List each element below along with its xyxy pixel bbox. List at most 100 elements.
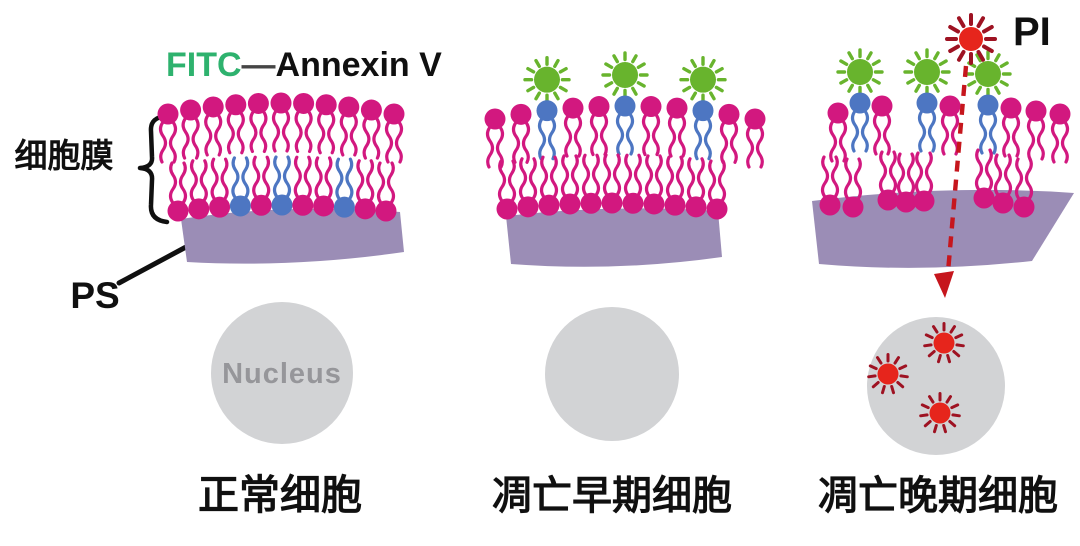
lipid-bilayer bbox=[157, 92, 405, 222]
phospholipid bbox=[313, 156, 335, 217]
phospholipid bbox=[819, 155, 841, 216]
fitc-annexin-v-ball bbox=[601, 51, 649, 99]
pi-molecules-in-nucleus bbox=[867, 322, 965, 434]
inner-membrane-band bbox=[181, 208, 404, 264]
fitc-annexin-v-ball bbox=[964, 50, 1012, 98]
phospholipid bbox=[292, 155, 314, 216]
phospholipid bbox=[973, 148, 995, 209]
panel-late-apoptotic-cell: PI 凋亡晚期细胞 bbox=[812, 10, 1074, 518]
lipid-bilayer bbox=[484, 51, 766, 220]
phospholipid bbox=[250, 155, 272, 216]
phospholipid bbox=[895, 152, 917, 213]
phospholipid bbox=[601, 153, 623, 214]
pi-entry-arrow-shaft bbox=[945, 65, 969, 273]
phospholipid bbox=[354, 159, 376, 220]
phospholipid bbox=[225, 94, 247, 155]
phospholipid bbox=[559, 154, 581, 215]
phospholipid bbox=[1000, 97, 1022, 158]
phospholipid bbox=[202, 96, 224, 157]
ps-pointer-line bbox=[116, 244, 189, 286]
caption-normal-cell: 正常细胞 bbox=[198, 472, 362, 518]
phospholipid bbox=[247, 92, 269, 154]
pi-label: PI bbox=[1013, 10, 1051, 54]
phospholipid bbox=[338, 96, 360, 157]
phospholipid bbox=[484, 108, 506, 169]
pi-molecule bbox=[919, 392, 961, 434]
pi-molecule bbox=[867, 353, 909, 395]
fitc-label: FITC bbox=[166, 46, 242, 84]
ps-lipid bbox=[977, 94, 999, 155]
ps-lipid bbox=[849, 92, 871, 153]
legend-fitc-annexin: FITC—Annexin V bbox=[166, 46, 442, 84]
pi-entry-arrowhead bbox=[934, 271, 954, 298]
fitc-annexin-v-ball bbox=[679, 56, 727, 104]
phospholipid bbox=[167, 161, 189, 222]
phospholipid bbox=[360, 99, 382, 160]
phospholipid bbox=[383, 103, 405, 164]
phospholipid bbox=[562, 97, 584, 158]
phospholipid bbox=[664, 155, 686, 216]
phospholipid bbox=[510, 103, 532, 164]
pi-molecule bbox=[923, 322, 965, 364]
phospholipid bbox=[871, 95, 893, 156]
phospholipid bbox=[640, 96, 662, 157]
phospholipid bbox=[1025, 100, 1047, 161]
ps-lipid bbox=[271, 155, 293, 216]
pi-molecule bbox=[945, 13, 997, 65]
cell-membrane-label: 细胞膜 bbox=[15, 137, 114, 174]
phospholipid bbox=[538, 155, 560, 216]
phospholipid bbox=[293, 92, 315, 154]
ps-label: PS bbox=[70, 275, 119, 316]
fitc-annexin-v-ball bbox=[903, 48, 951, 96]
phospholipid bbox=[992, 153, 1014, 214]
phospholipid bbox=[827, 102, 849, 163]
phospholipid bbox=[718, 103, 740, 164]
panel-normal-cell: Nucleus 正常细胞 bbox=[157, 92, 405, 518]
phospholipid bbox=[1049, 103, 1071, 164]
phospholipid bbox=[209, 157, 231, 218]
phospholipid bbox=[643, 154, 665, 215]
phospholipid bbox=[375, 161, 397, 222]
phospholipid bbox=[188, 159, 210, 220]
phospholipid bbox=[588, 96, 610, 157]
pi-entry-arrow bbox=[934, 65, 969, 298]
phospholipid bbox=[270, 92, 292, 153]
pi-probe bbox=[945, 13, 997, 65]
membrane-brace bbox=[137, 113, 170, 225]
nucleus-label: Nucleus bbox=[222, 358, 342, 390]
ps-lipid bbox=[229, 156, 251, 217]
phospholipid bbox=[180, 99, 202, 160]
ps-lipid bbox=[692, 100, 714, 161]
nucleus bbox=[545, 307, 679, 441]
phospholipid bbox=[685, 157, 707, 218]
fragmented-lipid-bilayer bbox=[819, 48, 1071, 218]
phospholipid bbox=[706, 159, 728, 220]
caption-early-apoptotic-cell: 凋亡早期细胞 bbox=[492, 474, 732, 518]
phospholipid bbox=[1013, 157, 1035, 218]
fitc-annexin-v-ball bbox=[836, 48, 884, 96]
phospholipid bbox=[622, 153, 644, 214]
phospholipid bbox=[913, 151, 935, 212]
phospholipid bbox=[157, 103, 179, 164]
phospholipid bbox=[315, 94, 337, 155]
phospholipid bbox=[744, 108, 766, 169]
phospholipid bbox=[666, 97, 688, 158]
phospholipid bbox=[580, 153, 602, 214]
legend-dash: — bbox=[242, 46, 276, 84]
ps-lipid bbox=[614, 95, 636, 156]
ps-lipid bbox=[536, 100, 558, 161]
phospholipid bbox=[517, 157, 539, 218]
nucleus bbox=[867, 317, 1005, 455]
ps-lipid bbox=[333, 157, 355, 218]
ps-lipid bbox=[916, 92, 938, 153]
annexin-v-label: Annexin V bbox=[276, 46, 443, 84]
caption-late-apoptotic-cell: 凋亡晚期细胞 bbox=[818, 474, 1058, 518]
fitc-annexin-v-ball bbox=[523, 56, 571, 104]
panel-early-apoptotic-cell: 凋亡早期细胞 bbox=[484, 51, 766, 518]
inner-membrane-band bbox=[506, 208, 722, 267]
phospholipid bbox=[877, 150, 899, 211]
phospholipid bbox=[842, 157, 864, 218]
phospholipid bbox=[496, 159, 518, 220]
